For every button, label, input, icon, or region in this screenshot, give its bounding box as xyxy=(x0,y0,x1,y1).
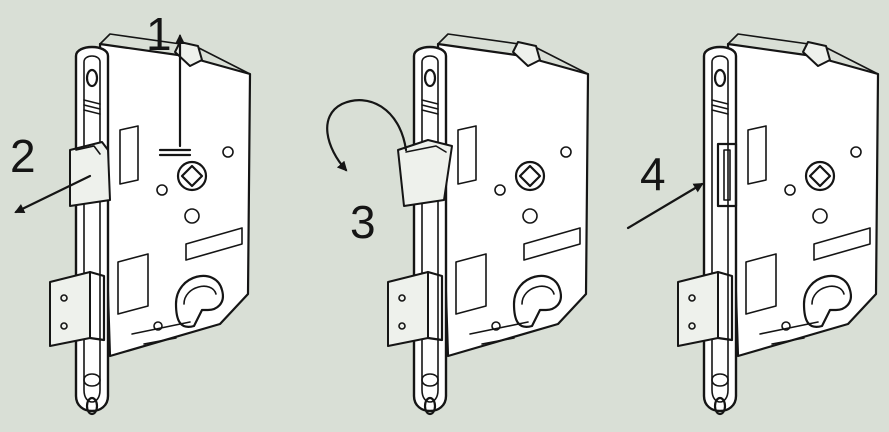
rotate-arrow-3-icon xyxy=(326,99,408,172)
latch-slot xyxy=(716,142,738,208)
step-label-3: 3 xyxy=(350,196,376,248)
latch-bolt-1 xyxy=(69,141,111,207)
step-label-4: 4 xyxy=(640,148,666,200)
latch-bolt-2 xyxy=(397,139,453,207)
step-label-1: 1 xyxy=(146,8,172,60)
lock-case-2 xyxy=(386,32,590,416)
step-label-2: 2 xyxy=(10,130,36,182)
lock-case-1 xyxy=(48,32,252,416)
arrow-4-icon xyxy=(626,182,704,230)
lock-case-3 xyxy=(676,32,880,416)
arrow-2-icon xyxy=(14,174,92,214)
